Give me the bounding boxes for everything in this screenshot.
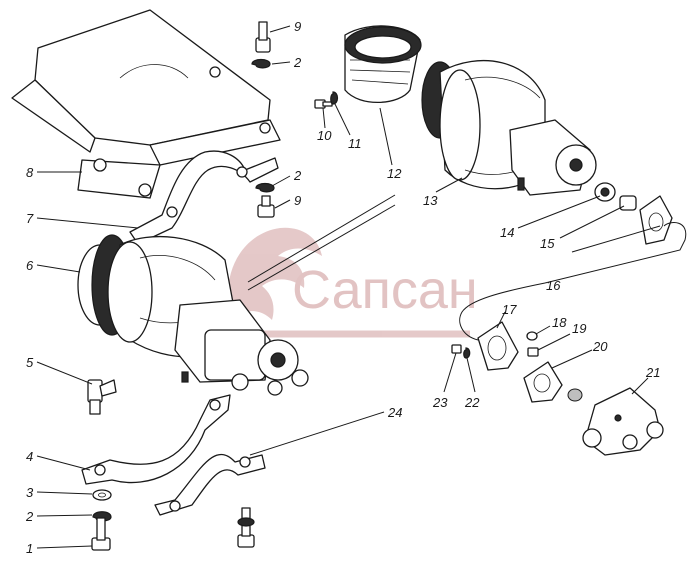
mounting-bracket-plate [11,9,281,199]
callout-6: 6 [26,258,34,273]
spring-washer-22 [463,347,471,359]
screw-10 [314,99,333,109]
gasket-16 [639,195,673,245]
callout-10: 10 [317,128,332,143]
callout-2: 2 [293,168,302,183]
screw-23 [451,344,462,354]
callout-22: 22 [464,395,480,410]
callout-12: 12 [387,166,402,181]
bolt-9-top [255,21,271,53]
callout-7: 7 [26,211,34,226]
upper-clamp [129,150,279,245]
pump-21 [582,387,664,456]
leader-lines [36,25,687,549]
bolt-9-mid [257,195,275,218]
callout-17: 17 [502,302,517,317]
callout-21: 21 [645,365,660,380]
spacer-bush [567,388,583,402]
screw-19 [527,347,539,357]
callout-18: 18 [552,315,567,330]
watermark-text: Сапсан [292,260,478,320]
spring-washer-2-top [251,58,271,69]
callout-20: 20 [592,339,608,354]
callout-15: 15 [540,236,555,251]
callout-1: 1 [26,541,33,556]
nut-15 [619,195,637,211]
generator-13 [421,59,597,196]
callout-2: 2 [25,509,34,524]
callout-11: 11 [348,136,362,151]
callout-9: 9 [294,19,301,34]
bolt-lower-clamp [237,507,255,548]
callout-14: 14 [500,225,514,240]
washer-18 [526,331,538,341]
callout-8: 8 [26,165,34,180]
callout-9: 9 [294,193,301,208]
callout-23: 23 [432,395,448,410]
callout-labels: 1 2 3 4 5 6 7 8 9 2 2 9 10 11 12 13 14 1… [25,19,660,556]
bolt-1 [91,517,111,551]
gasket-20 [523,361,563,403]
cap-14 [594,182,616,202]
spring-washer-2-mid [255,182,275,193]
lower-clamp [81,394,266,516]
callout-16: 16 [546,278,561,293]
callout-5: 5 [26,355,34,370]
callout-19: 19 [572,321,586,336]
callout-2: 2 [293,55,302,70]
callout-24: 24 [387,405,402,420]
callout-13: 13 [423,193,438,208]
callout-4: 4 [26,449,33,464]
adapter-plate-17 [477,321,519,371]
watermark: Сапсан [227,227,478,338]
spring-washer-11 [330,91,339,105]
callout-3: 3 [26,485,34,500]
protective-grille [344,25,422,104]
generator-assembly [77,234,309,396]
washer-3 [92,489,112,501]
drain-tap [87,379,117,415]
